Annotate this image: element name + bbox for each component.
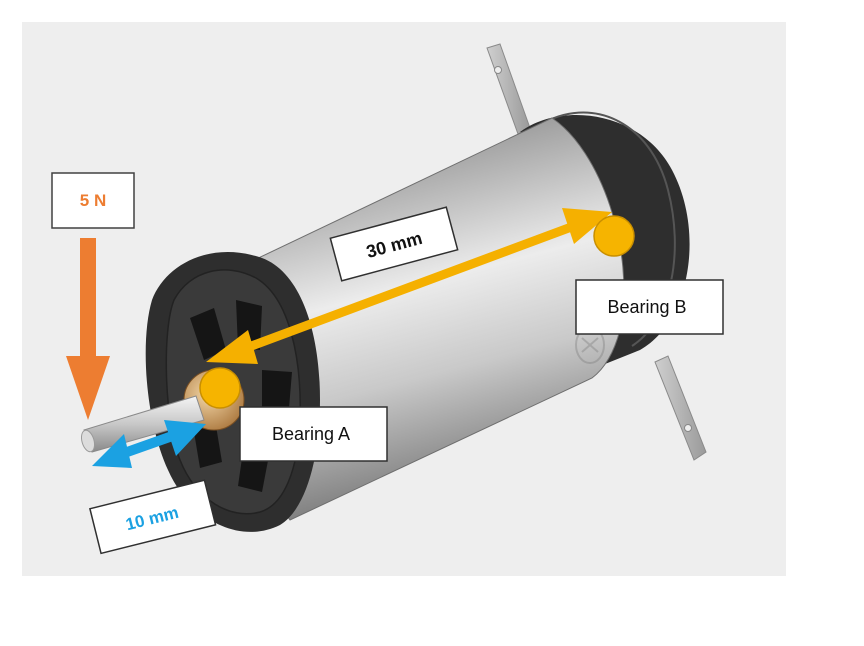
bearing-a-label-box: Bearing A [239, 406, 388, 462]
mounting-tab-bottom [654, 355, 707, 461]
bearing-span-arrow [206, 208, 612, 364]
bearing-a-label: Bearing A [272, 424, 350, 444]
overhang-arrow [92, 420, 206, 468]
force-label: 5 N [80, 191, 106, 210]
bearing-span-label-box: 30 mm [329, 206, 459, 282]
force-arrow [66, 238, 110, 420]
bearing-b-label: Bearing B [607, 297, 686, 317]
bearing-b-label-box: Bearing B [575, 279, 724, 335]
force-label-box: 5 N [51, 172, 135, 229]
overhang-label-box: 10 mm [89, 479, 217, 555]
bearing-b-marker [593, 215, 635, 257]
bearing-a-marker [199, 367, 241, 409]
front-shaft [80, 395, 205, 453]
